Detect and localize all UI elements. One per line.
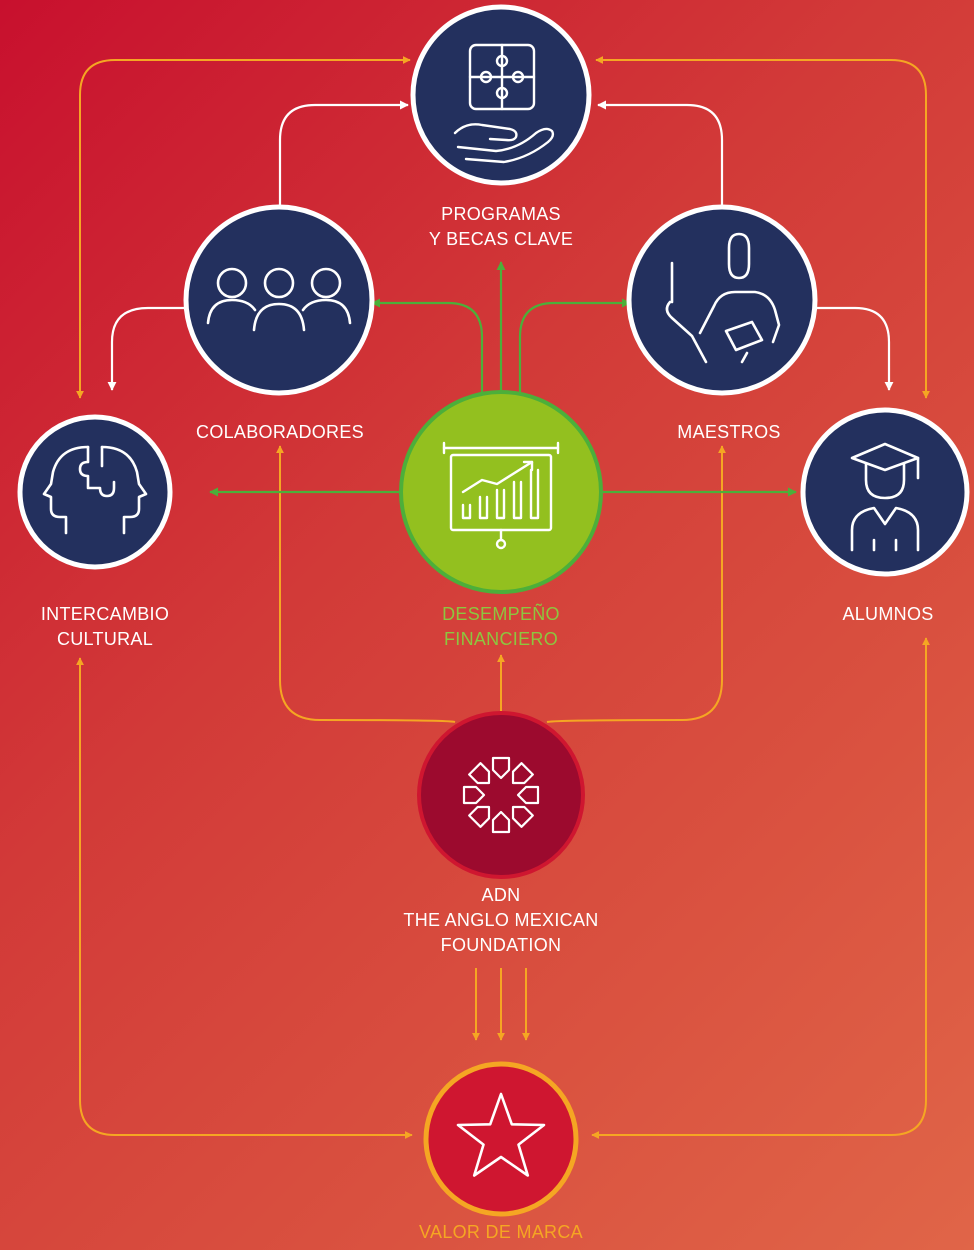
logo-petal (468, 805, 491, 828)
connector-intercambio-programas (76, 56, 411, 399)
label-programas-line2: Y BECAS CLAVE (428, 229, 574, 249)
connector-colaboradores-programas (278, 100, 409, 212)
label-maestros-line1: MAESTROS (677, 422, 781, 442)
node-programas (410, 4, 592, 186)
label-desempeno: DESEMPEÑO FINANCIERO (391, 602, 611, 652)
label-adn-line2: THE ANGLO MEXICAN (403, 910, 599, 930)
label-adn: ADN THE ANGLO MEXICAN FOUNDATION (351, 883, 651, 958)
logo-petal (462, 785, 486, 805)
connector-desempeno-colaboradores (371, 298, 484, 392)
graduate-icon (850, 442, 920, 552)
connector-maestros-programas (597, 100, 724, 212)
label-alumnos-line1: ALUMNOS (842, 604, 934, 624)
label-intercambio-line2: CULTURAL (56, 629, 154, 649)
node-colaboradores (183, 204, 375, 396)
label-adn-line1: ADN (481, 885, 521, 905)
node-intercambio (17, 414, 173, 570)
logo-petal (491, 756, 511, 780)
node-adn (417, 711, 585, 879)
node-valor (423, 1061, 579, 1217)
label-adn-line3: FOUNDATION (440, 935, 562, 955)
connector-adn-maestros (546, 445, 726, 723)
presentation-chart-icon (442, 441, 560, 550)
node-desempeno (399, 390, 603, 594)
label-desempeno-line2: FINANCIERO (443, 629, 558, 649)
teacher-pointer-icon (665, 232, 781, 364)
connector-maestros-alumnos (817, 306, 894, 391)
connector-alumnos-valor (591, 637, 930, 1139)
label-intercambio-line1: INTERCAMBIO (40, 604, 170, 624)
logo-petal (511, 762, 534, 785)
team-people-icon (206, 267, 352, 332)
label-desempeno-line1: DESEMPEÑO (442, 604, 560, 624)
foundation-logo-icon (462, 756, 540, 834)
connector-adn-colaboradores (276, 445, 456, 723)
label-alumnos: ALUMNOS (802, 602, 974, 627)
white-connectors (107, 100, 894, 391)
connector-desempeno-maestros (518, 298, 631, 392)
label-valor-line1: VALOR DE MARCA (419, 1222, 583, 1242)
label-programas-line1: PROGRAMAS (441, 204, 561, 224)
label-colaboradores-line1: COLABORADORES (196, 422, 364, 442)
logo-petal (516, 785, 540, 805)
label-valor: VALOR DE MARCA (381, 1220, 621, 1245)
logo-petal (491, 810, 511, 834)
orange-connectors (76, 56, 930, 1139)
green-connectors (209, 261, 797, 497)
label-maestros: MAESTROS (629, 420, 829, 445)
heads-puzzle-icon (42, 445, 148, 535)
node-alumnos (800, 407, 970, 577)
logo-petal (468, 762, 491, 785)
label-programas: PROGRAMAS Y BECAS CLAVE (391, 202, 611, 252)
node-maestros (626, 204, 818, 396)
label-intercambio: INTERCAMBIO CULTURAL (5, 602, 205, 652)
star-icon (456, 1092, 546, 1177)
connector-colaboradores-intercambio (107, 306, 186, 391)
connector-intercambio-valor (76, 657, 413, 1139)
logo-petal (511, 805, 534, 828)
puzzle-hand-icon (453, 43, 555, 164)
label-colaboradores: COLABORADORES (170, 420, 390, 445)
connector-alumnos-programas (595, 56, 930, 399)
